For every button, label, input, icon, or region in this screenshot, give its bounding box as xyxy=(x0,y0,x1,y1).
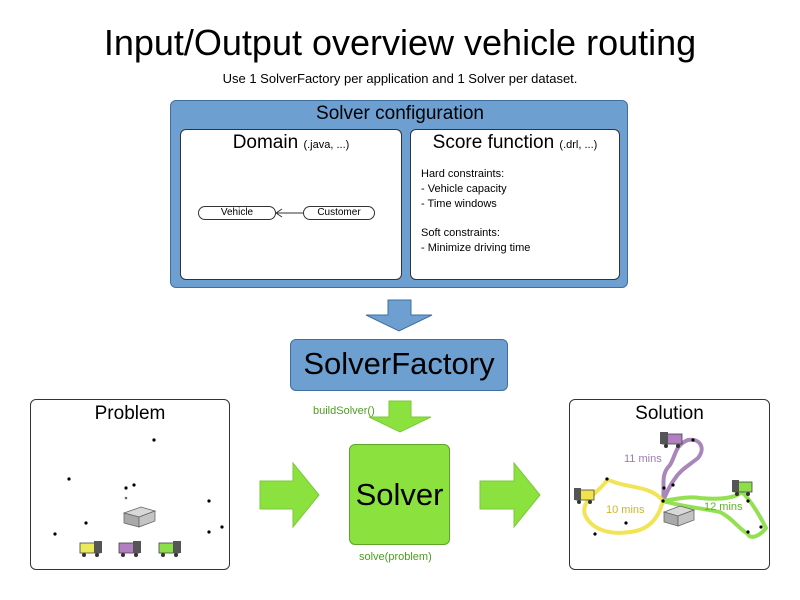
factory-to-solver-arrow-icon xyxy=(368,400,432,433)
solver-factory-box: SolverFactory xyxy=(290,339,508,391)
truck-icon xyxy=(732,480,753,496)
hard-constraint-item: - Time windows xyxy=(421,198,497,210)
truck-icon xyxy=(79,541,102,557)
solver-box: Solver xyxy=(349,444,450,545)
soft-constraints-heading: Soft constraints: xyxy=(421,227,500,239)
soft-constraint-item: - Minimize driving time xyxy=(421,242,531,254)
domain-extension: (.java, ...) xyxy=(303,139,350,151)
truck-icon xyxy=(574,488,595,504)
config-to-factory-arrow-icon xyxy=(365,299,433,332)
constraints-list: Hard constraints: - Vehicle capacity - T… xyxy=(421,167,530,256)
problem-to-solver-arrow-icon xyxy=(259,461,320,529)
solve-problem-label: solve(problem) xyxy=(359,551,432,563)
hard-constraints-heading: Hard constraints: xyxy=(421,168,505,180)
solver-configuration-title: Solver configuration xyxy=(316,103,484,124)
customer-node: Customer xyxy=(303,206,375,220)
solution-box: Solution xyxy=(569,399,770,570)
solution-title: Solution xyxy=(635,403,704,424)
solver-configuration-box: Solver configuration Domain (.java, ...)… xyxy=(170,100,628,288)
domain-panel: Domain (.java, ...) Vehicle Customer xyxy=(180,129,402,280)
page-subtitle: Use 1 SolverFactory per application and … xyxy=(222,71,578,86)
hard-constraint-item: - Vehicle capacity xyxy=(421,183,507,195)
solution-map: 11 mins 10 mins 12 mins xyxy=(574,432,768,539)
domain-title-text: Domain xyxy=(232,132,299,153)
depot-icon xyxy=(122,506,157,528)
route-purple-label: 11 mins xyxy=(624,453,662,465)
route-green-line xyxy=(662,490,768,539)
truck-icon xyxy=(660,432,683,448)
customer-dots xyxy=(53,438,224,536)
customer-dots xyxy=(593,438,763,536)
problem-title: Problem xyxy=(94,403,166,424)
solver-to-solution-arrow-icon xyxy=(479,461,541,529)
score-function-extension: (.drl, ...) xyxy=(559,139,598,151)
route-green-label: 12 mins xyxy=(704,501,743,513)
truck-icon xyxy=(118,541,141,557)
truck-icon xyxy=(158,541,181,557)
domain-title: Domain (.java, ...) xyxy=(181,132,401,154)
score-function-title: Score function (.drl, ...) xyxy=(411,132,619,154)
vehicle-node: Vehicle xyxy=(198,206,276,220)
route-yellow-label: 10 mins xyxy=(606,504,645,516)
depot-icon xyxy=(662,505,696,527)
problem-box: Problem xyxy=(30,399,230,570)
build-solver-label: buildSolver() xyxy=(313,405,375,417)
route-purple-line xyxy=(661,437,704,502)
page-title: Input/Output overview vehicle routing xyxy=(103,22,697,63)
problem-map xyxy=(53,438,224,557)
score-function-panel: Score function (.drl, ...) Hard constrai… xyxy=(410,129,620,280)
score-function-title-text: Score function xyxy=(432,132,555,153)
domain-arrow-icon xyxy=(275,208,303,218)
